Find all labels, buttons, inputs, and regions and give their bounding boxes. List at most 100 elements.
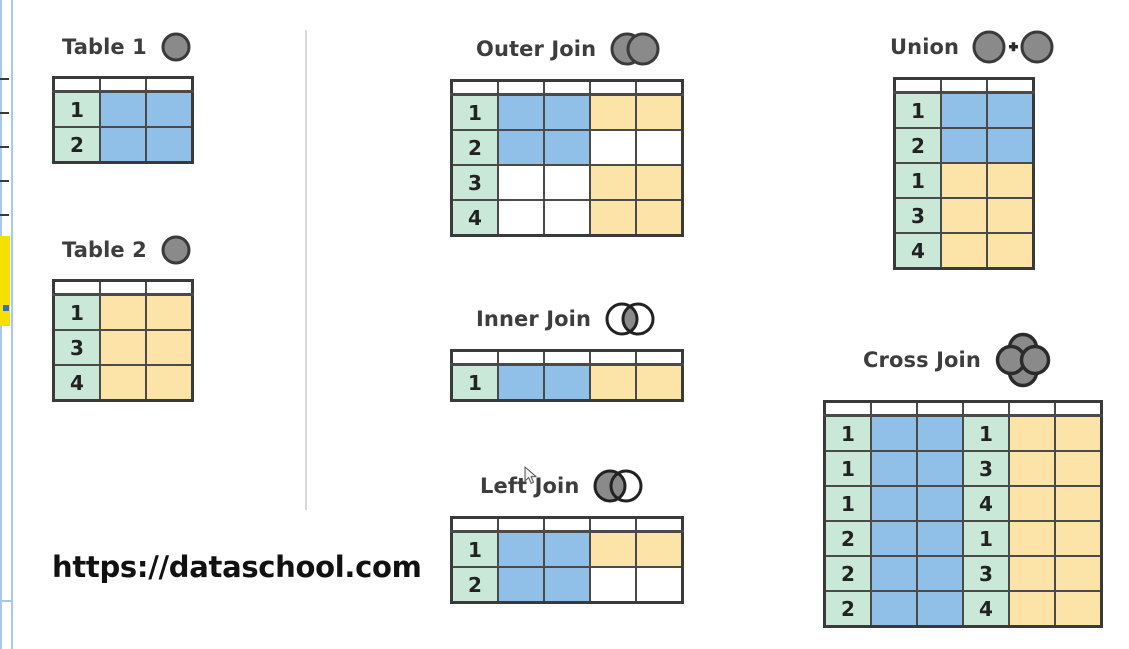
data-cell <box>986 127 1035 164</box>
key-cell: 1 <box>823 485 872 522</box>
data-cell <box>986 232 1035 270</box>
header-cell <box>589 516 637 533</box>
edge-tick <box>0 214 9 216</box>
header-cell <box>497 516 545 533</box>
key-cell-right: 3 <box>962 450 1010 487</box>
data-cell <box>145 126 194 164</box>
data-cell-empty <box>497 199 545 237</box>
data-cell <box>589 363 637 402</box>
table-row: 2 3 <box>823 555 1103 592</box>
header-cell <box>962 400 1010 417</box>
single-circle-filled-icon <box>159 233 193 267</box>
data-cell <box>986 162 1035 199</box>
data-cell-empty <box>589 566 637 604</box>
header-cell <box>1008 400 1056 417</box>
header-cell <box>870 400 918 417</box>
data-cell-empty <box>635 566 684 604</box>
key-cell: 3 <box>893 197 942 234</box>
data-cell <box>99 90 147 128</box>
table2-header: Table 2 <box>62 233 194 267</box>
union-grid: 1 2 1 3 4 <box>893 77 1035 270</box>
header-cell <box>450 79 499 96</box>
data-cell <box>1054 450 1103 487</box>
key-cell: 2 <box>450 129 499 166</box>
data-cell-empty <box>635 129 684 166</box>
cross-join-grid: 1 1 1 3 1 4 <box>823 400 1103 628</box>
data-cell <box>99 364 147 402</box>
data-cell <box>99 329 147 366</box>
data-cell <box>497 530 545 568</box>
edge-horizontal-line <box>0 600 13 602</box>
data-cell <box>1054 555 1103 592</box>
header-cell <box>450 349 499 366</box>
union-header-row <box>893 77 1035 94</box>
edge-tick <box>0 146 9 148</box>
table-row: 2 <box>52 126 194 164</box>
left-join-block: Left Join 1 2 <box>450 468 684 604</box>
data-cell <box>870 414 918 452</box>
data-cell <box>986 91 1035 129</box>
table-row: 2 4 <box>823 590 1103 628</box>
data-cell <box>543 129 591 166</box>
edge-vertical-line-inner <box>11 0 13 649</box>
table-row: 1 <box>52 90 194 128</box>
header-cell <box>635 349 684 366</box>
data-cell <box>940 127 988 164</box>
data-cell <box>543 566 591 604</box>
data-cell <box>145 293 194 331</box>
data-cell <box>497 566 545 604</box>
venn-both-circles-filled-icon <box>608 31 662 67</box>
union-body: 1 2 1 3 4 <box>893 77 1035 270</box>
table-row: 1 <box>450 93 684 131</box>
header-cell <box>497 349 545 366</box>
key-cell: 2 <box>52 126 101 164</box>
outer-join-block: Outer Join 1 2 <box>450 31 684 237</box>
header-cell <box>916 400 964 417</box>
table-row: 1 3 <box>823 450 1103 487</box>
table2-grid: 1 3 4 <box>52 279 194 402</box>
header-cell <box>589 79 637 96</box>
header-cell <box>450 516 499 533</box>
cross-join-block: Cross Join 1 1 <box>823 330 1103 628</box>
key-cell: 1 <box>450 530 499 568</box>
table-row: 2 <box>893 127 1035 164</box>
edge-tick <box>0 112 9 114</box>
key-cell: 4 <box>52 364 101 402</box>
table2-block: Table 2 1 3 4 <box>52 233 194 402</box>
data-cell <box>497 363 545 402</box>
data-cell <box>635 93 684 131</box>
data-cell <box>940 232 988 270</box>
key-cell-right: 1 <box>962 414 1010 452</box>
key-cell: 1 <box>450 363 499 402</box>
table-row: 2 <box>450 566 684 604</box>
edge-highlight-block <box>0 236 10 326</box>
site-url: https://dataschool.com <box>52 550 422 584</box>
data-cell <box>870 590 918 628</box>
table1-title: Table 1 <box>62 35 147 59</box>
header-cell <box>986 77 1035 94</box>
data-cell <box>635 199 684 237</box>
table1-body: 1 2 <box>52 76 194 164</box>
data-cell-empty <box>589 129 637 166</box>
header-cell <box>497 79 545 96</box>
left-join-body: 1 2 <box>450 516 684 604</box>
table-row: 1 <box>893 91 1035 129</box>
header-cell <box>589 349 637 366</box>
outer-join-body: 1 2 3 4 <box>450 79 684 237</box>
left-join-header-row <box>450 516 684 533</box>
two-circles-plus-icon <box>971 29 1055 65</box>
data-cell <box>543 93 591 131</box>
edge-tick <box>0 78 9 80</box>
data-cell <box>870 520 918 557</box>
key-cell: 2 <box>823 520 872 557</box>
table-row: 1 <box>450 363 684 402</box>
union-title: Union <box>890 35 960 59</box>
data-cell <box>145 90 194 128</box>
inner-join-block: Inner Join 1 <box>450 301 684 402</box>
key-cell: 3 <box>450 164 499 201</box>
table2-title: Table 2 <box>62 238 147 262</box>
key-cell-right: 3 <box>962 555 1010 592</box>
key-cell: 1 <box>823 450 872 487</box>
table-row: 2 <box>450 129 684 166</box>
data-cell <box>635 164 684 201</box>
